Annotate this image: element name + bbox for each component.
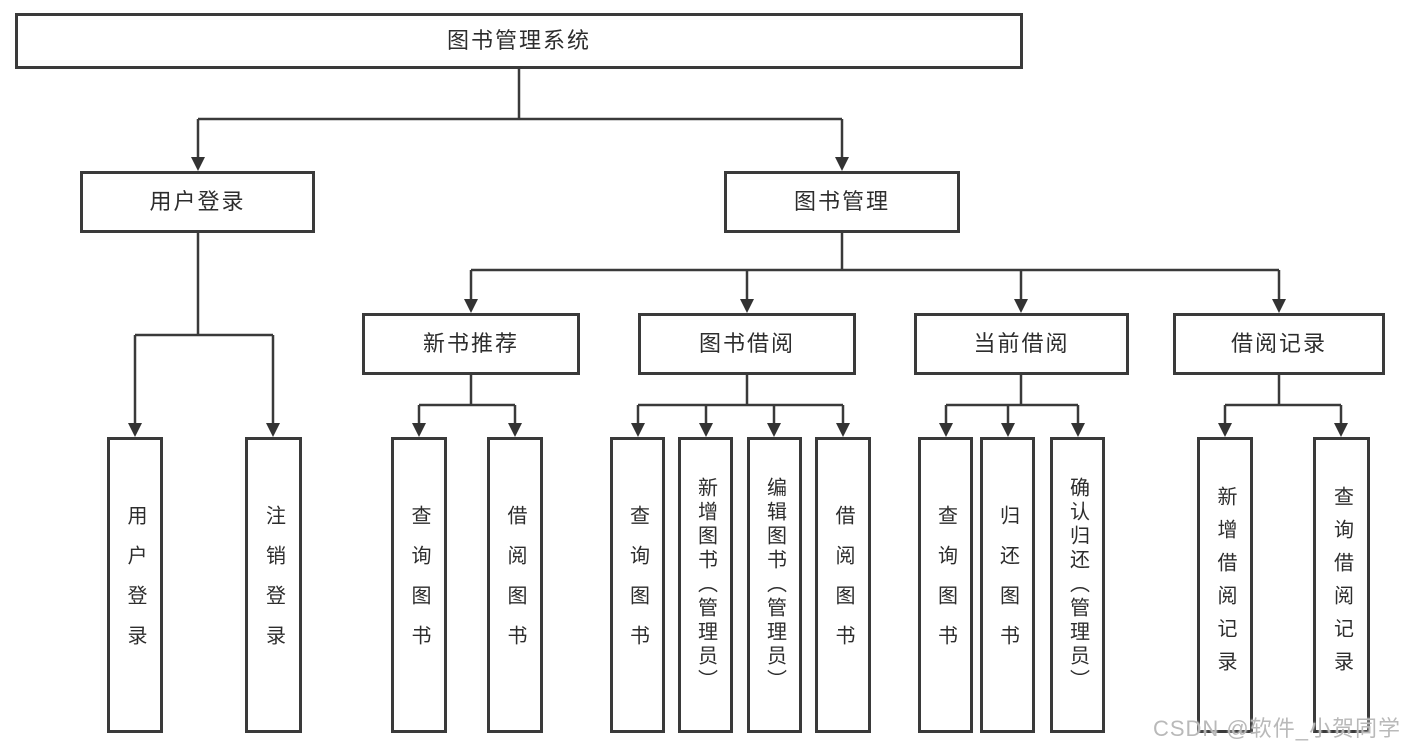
leaf-confirm-return-admin: 确认归还（管理员） (1050, 437, 1105, 733)
node-borrow-records-label: 借阅记录 (1230, 331, 1327, 356)
leaf-query-books-recommend-label: 查询图书 (408, 505, 430, 665)
leaf-edit-books-admin-label: 编辑图书（管理员） (763, 477, 786, 693)
leaf-add-borrow-record: 新增借阅记录 (1197, 437, 1253, 733)
leaf-borrow-books-recommend-label: 借阅图书 (504, 505, 526, 665)
node-current-borrow: 当前借阅 (914, 313, 1129, 375)
leaf-query-books-current: 查询图书 (918, 437, 973, 733)
leaf-return-books: 归还图书 (980, 437, 1035, 733)
leaf-confirm-return-admin-label: 确认归还（管理员） (1066, 477, 1089, 693)
leaf-borrow-books-recommend: 借阅图书 (487, 437, 543, 733)
node-book-borrow: 图书借阅 (638, 313, 856, 375)
csdn-watermark: CSDN @软件_小贺同学 (1152, 716, 1401, 741)
node-user-login: 用户登录 (80, 171, 315, 233)
leaf-query-borrow-record-label: 查询借阅记录 (1330, 486, 1353, 684)
root-node: 图书管理系统 (15, 13, 1023, 69)
leaf-query-borrow-record: 查询借阅记录 (1313, 437, 1370, 733)
leaf-query-books-recommend: 查询图书 (391, 437, 447, 733)
leaf-edit-books-admin: 编辑图书（管理员） (747, 437, 802, 733)
leaf-borrow-books-label: 借阅图书 (832, 505, 854, 665)
leaf-query-books-borrow: 查询图书 (610, 437, 665, 733)
leaf-return-books-label: 归还图书 (996, 505, 1019, 665)
leaf-query-books-borrow-label: 查询图书 (626, 505, 649, 665)
root-node-label: 图书管理系统 (446, 28, 591, 53)
leaf-user-login-label: 用户登录 (124, 505, 146, 665)
leaf-query-books-current-label: 查询图书 (934, 505, 957, 665)
arrowheads (128, 157, 1348, 437)
node-new-book-recommend-label: 新书推荐 (422, 331, 519, 356)
node-book-management-label: 图书管理 (793, 189, 890, 214)
node-current-borrow-label: 当前借阅 (973, 331, 1070, 356)
node-book-borrow-label: 图书借阅 (698, 331, 795, 356)
node-user-login-label: 用户登录 (149, 189, 246, 214)
leaf-borrow-books: 借阅图书 (815, 437, 871, 733)
leaf-add-borrow-record-label: 新增借阅记录 (1214, 486, 1236, 684)
node-borrow-records: 借阅记录 (1173, 313, 1385, 375)
leaf-add-books-admin-label: 新增图书（管理员） (694, 477, 717, 693)
leaf-add-books-admin: 新增图书（管理员） (678, 437, 733, 733)
leaf-user-login: 用户登录 (107, 437, 163, 733)
node-new-book-recommend: 新书推荐 (362, 313, 580, 375)
leaf-logout-label: 注销登录 (262, 505, 285, 665)
leaf-logout: 注销登录 (245, 437, 302, 733)
node-book-management: 图书管理 (724, 171, 960, 233)
